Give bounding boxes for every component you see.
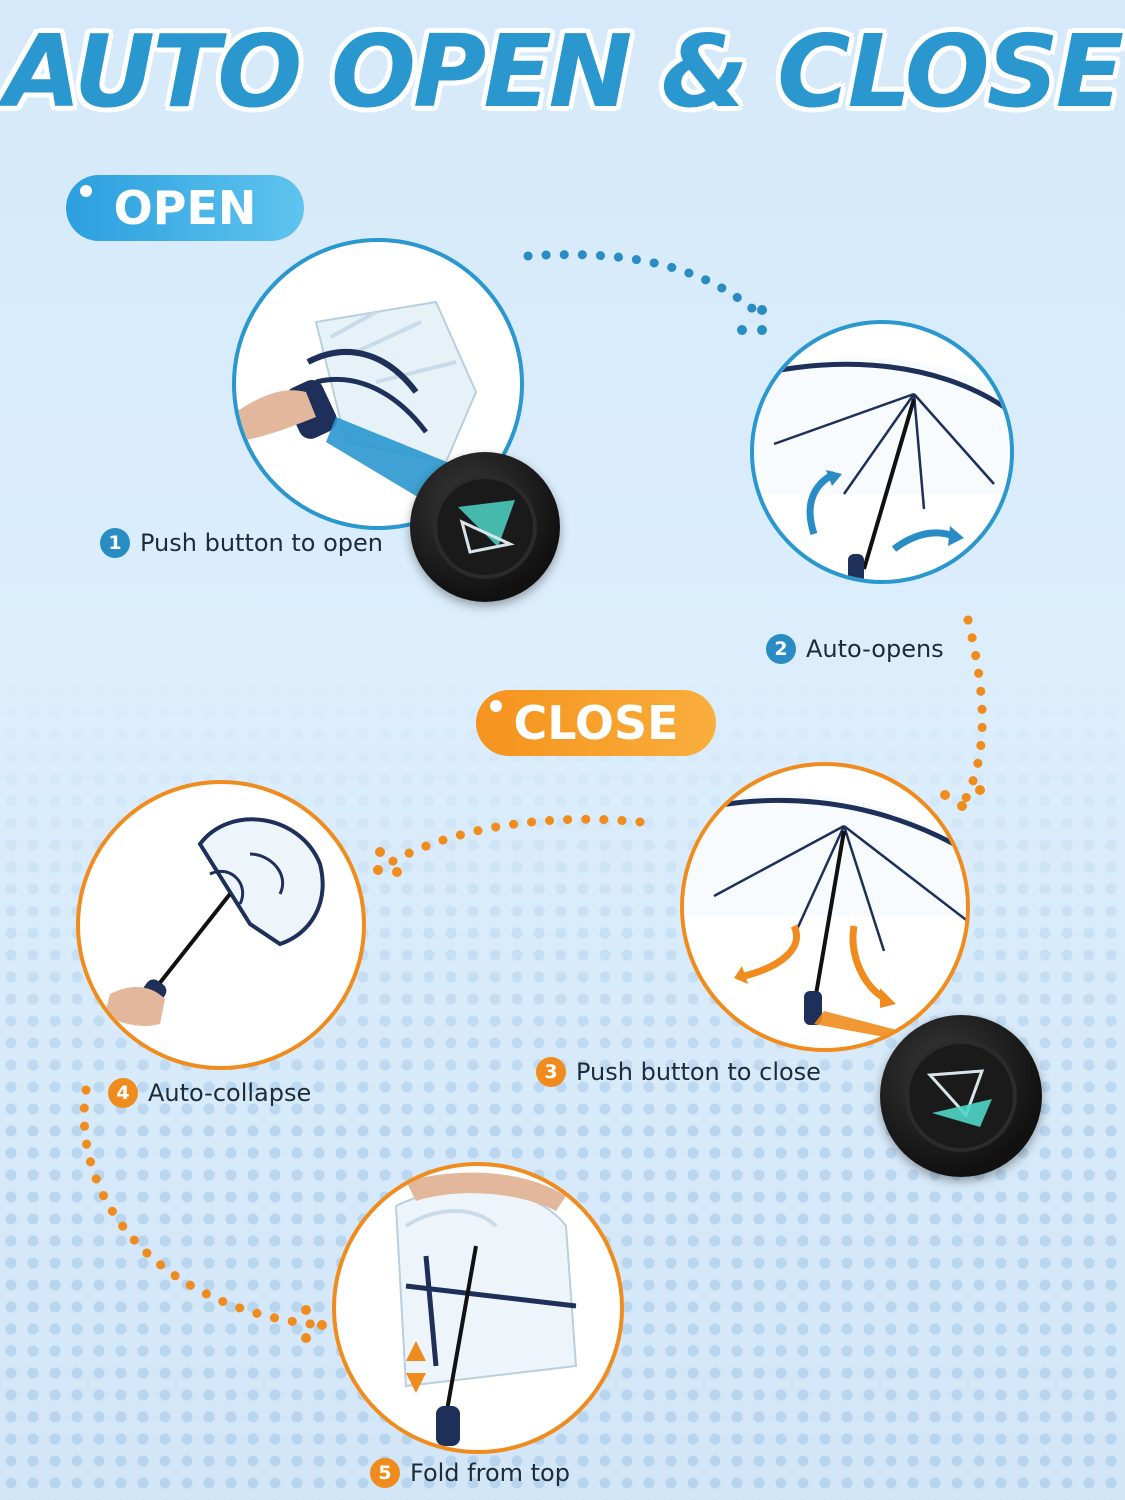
step-text: Auto-opens xyxy=(806,635,944,663)
close-section-label: CLOSE xyxy=(513,696,679,750)
umbrella-closed-icon xyxy=(105,817,325,1026)
umbrella-open-icon xyxy=(684,793,966,1048)
step-5-label: 5 Fold from top xyxy=(370,1458,570,1488)
push-button-icon xyxy=(410,452,560,602)
step-number-badge: 4 xyxy=(108,1078,138,1108)
step-number-badge: 5 xyxy=(370,1458,400,1488)
step-5-image xyxy=(332,1162,624,1454)
step-4-image xyxy=(76,780,366,1070)
push-button-icon xyxy=(880,1015,1042,1177)
page-title: AUTO OPEN & CLOSE xyxy=(3,13,1124,130)
step-text: Push button to close xyxy=(576,1058,821,1086)
step-text: Push button to open xyxy=(140,529,384,557)
step-2-image xyxy=(750,320,1014,584)
step-3-label: 3 Push button to close xyxy=(536,1057,821,1087)
step-number-badge: 1 xyxy=(100,528,130,558)
umbrella-closed-icon xyxy=(236,300,496,526)
badge-dot-icon xyxy=(490,700,502,712)
open-section-label: OPEN xyxy=(113,181,257,235)
umbrella-closed-icon xyxy=(394,1172,578,1446)
step-2-label: 2 Auto-opens xyxy=(766,634,944,664)
step-number-badge: 2 xyxy=(766,634,796,664)
step-1-label: 1 Push button to open xyxy=(100,528,383,558)
flow-arrow-1-to-2 xyxy=(523,250,765,320)
step-4-label: 4 Auto-collapse xyxy=(108,1078,311,1108)
step-3-image xyxy=(680,762,970,1052)
close-section-badge: CLOSE xyxy=(476,690,716,756)
umbrella-open-icon xyxy=(754,356,1010,580)
step-number-badge: 3 xyxy=(536,1057,566,1087)
step-text: Fold from top xyxy=(410,1459,570,1487)
open-section-badge: OPEN xyxy=(66,175,304,241)
step-1-image xyxy=(232,238,524,530)
step-text: Auto-collapse xyxy=(148,1079,312,1107)
badge-dot-icon xyxy=(80,185,92,197)
